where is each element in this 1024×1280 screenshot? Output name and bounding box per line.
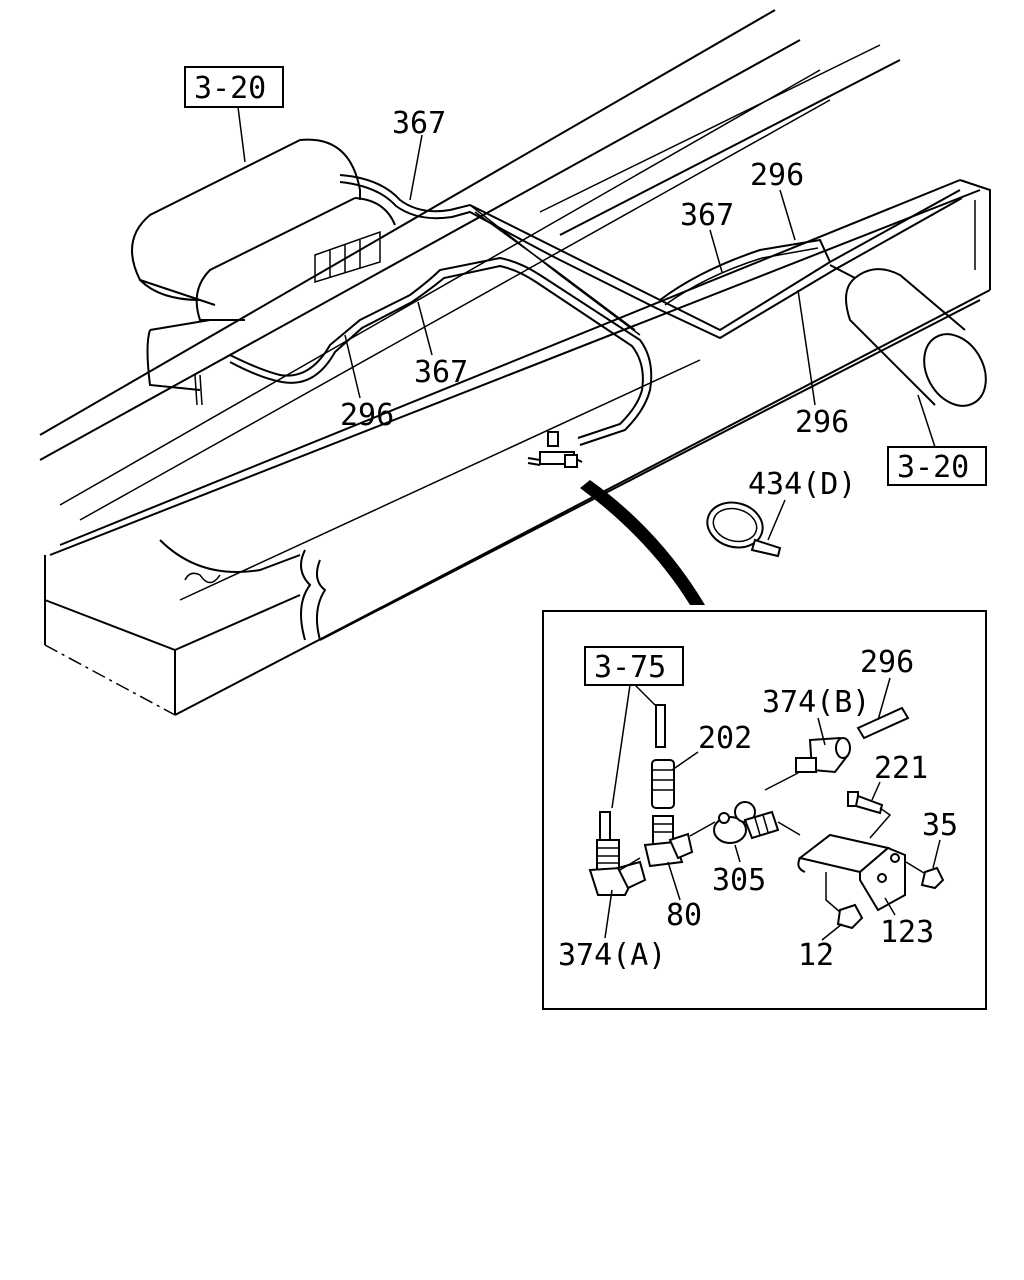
cable-tie-part [706,501,782,558]
callout-434d: 434(D) [748,467,856,502]
detail-pointer-arrow [580,480,705,605]
callout-123: 123 [880,915,934,950]
elbow-fitting-a [588,839,647,896]
callout-202: 202 [698,721,752,756]
leader-367-top [409,134,423,201]
callout-296-right: 296 [795,405,849,440]
callout-221: 221 [874,751,928,786]
tube-upper [655,704,666,748]
union-fitting-305 [713,801,780,844]
bracket-123 [797,833,906,912]
air-tank-left [131,138,396,406]
detail-inset: 3-75 [542,610,987,1010]
callout-296-top-right: 296 [750,158,804,193]
fitting-assembly [527,431,583,468]
callout-374a: 374(A) [558,938,666,973]
bolt-221 [847,791,884,815]
callout-296-detail: 296 [860,645,914,680]
callout-35: 35 [922,808,958,843]
callout-367-right: 367 [680,198,734,233]
ref-3-20-right-label: 3-20 [897,450,969,485]
nut-12 [836,903,864,930]
callout-296-left: 296 [340,398,394,433]
callout-367-top: 367 [392,106,446,141]
ref-box-3-20-right: 3-20 [887,394,987,486]
leader-367-right [709,229,723,273]
nut-35 [920,866,945,890]
ref-3-20-top-label: 3-20 [194,71,266,106]
ref-3-75-label: 3-75 [594,650,666,685]
tube-296-detail [856,706,910,740]
callout-305: 305 [712,863,766,898]
callout-367-center: 367 [414,355,468,390]
callout-12: 12 [798,938,834,973]
leader-296-right [797,289,816,406]
pipe-runs [229,174,963,446]
leader-3-75 [611,684,656,809]
leader-367-center [417,301,433,356]
air-tank-right [829,264,987,407]
leader-296-left [344,334,361,399]
ref-box-3-75 [584,646,684,686]
callout-374b: 374(B) [762,685,870,720]
ref-box-3-20-top: 3-20 [184,66,284,163]
callout-80: 80 [666,898,702,933]
sleeve-part [651,759,675,809]
frame-rails [39,9,991,716]
leader-434d [767,499,786,541]
tee-fitting-80 [643,815,694,868]
connector-374b [795,736,851,774]
leader-296-top-right [779,189,796,241]
